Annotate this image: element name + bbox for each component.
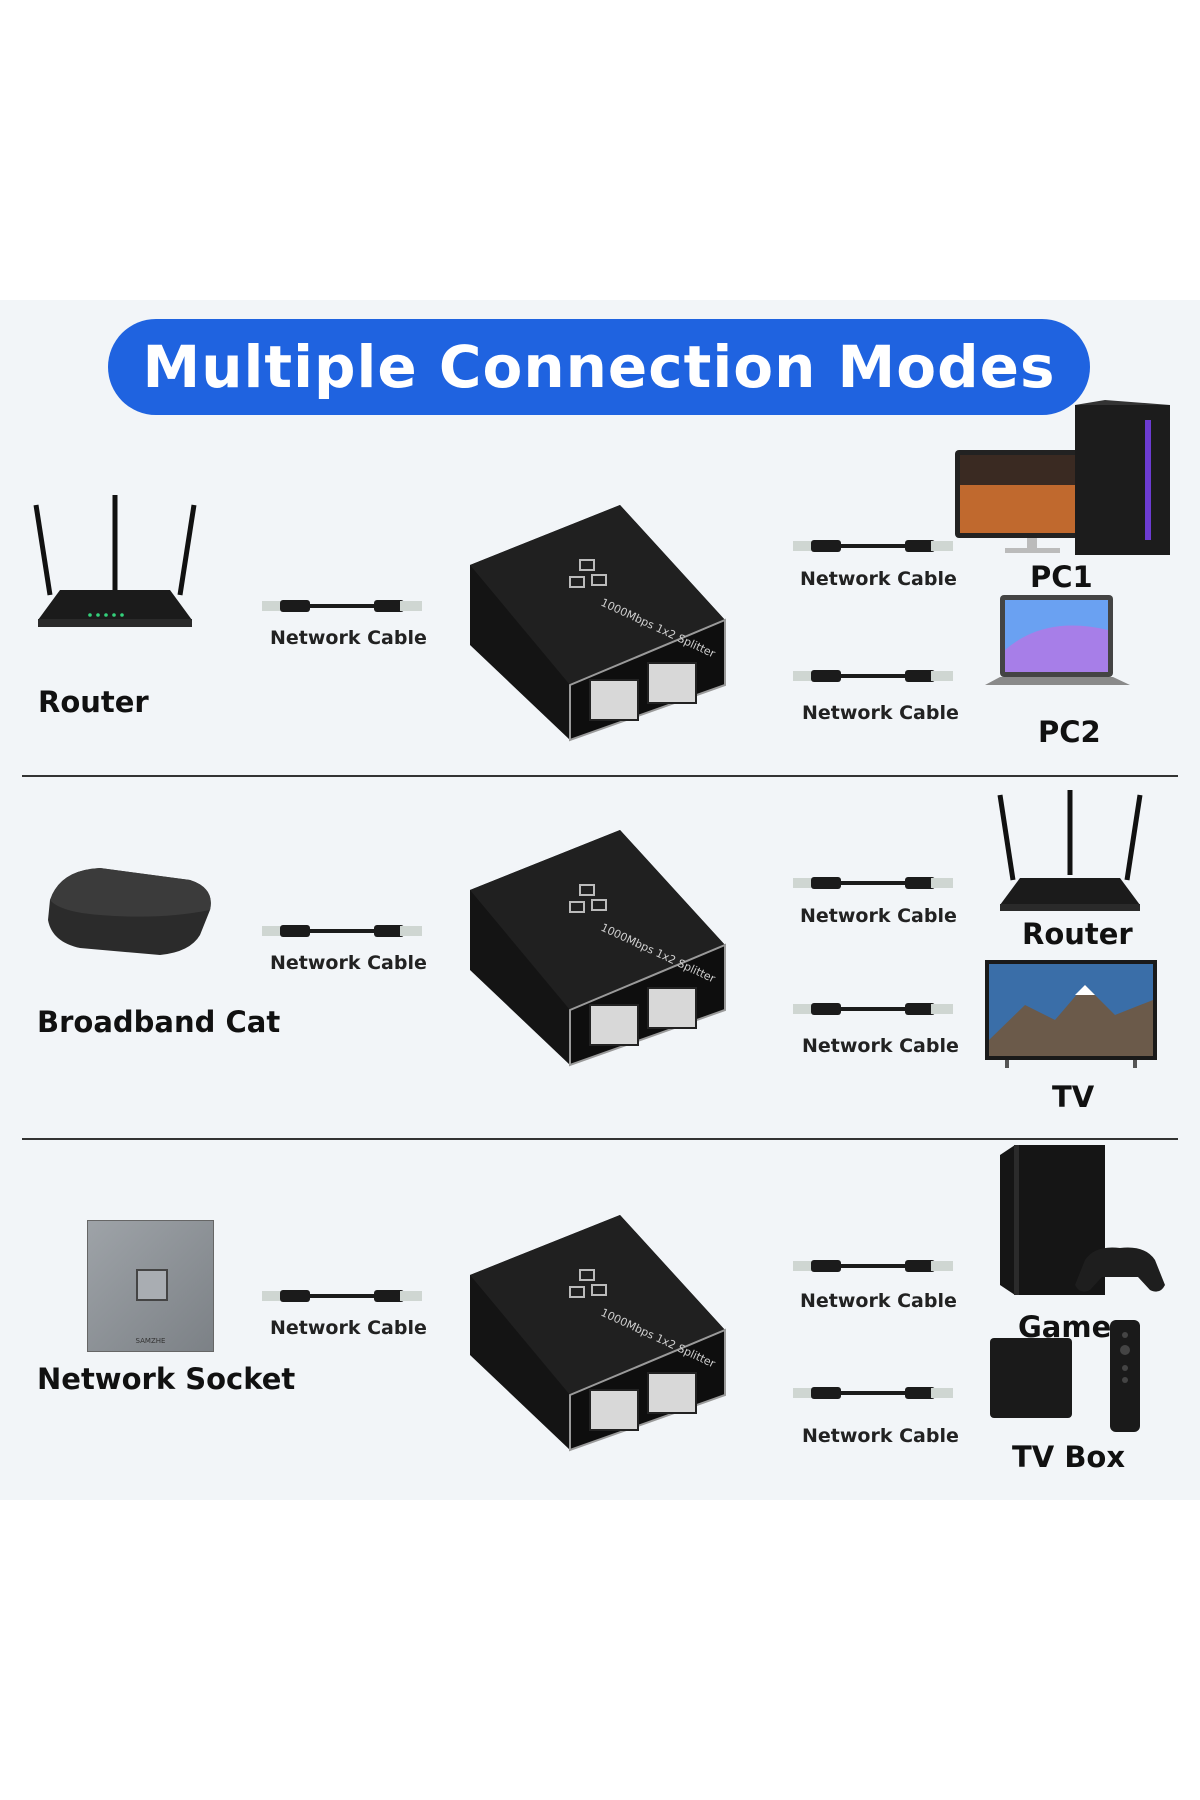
- network-cable-icon: [793, 670, 953, 682]
- game-console-icon: [1000, 1145, 1165, 1295]
- tv-icon: [985, 960, 1157, 1068]
- row-router-mode: Router Network Cable 1000Mbps 1x2 Splitt…: [0, 400, 1200, 825]
- network-cable-icon: [793, 1387, 953, 1399]
- connection-modes-panel: Multiple Connection Modes Router Network…: [0, 300, 1200, 1500]
- source-label: Broadband Cat: [37, 1005, 281, 1039]
- network-socket-icon: SAMZHE: [87, 1220, 214, 1352]
- cable-label: Network Cable: [270, 1317, 427, 1339]
- cable-label: Network Cable: [802, 1425, 959, 1447]
- network-cable-icon: [262, 1290, 422, 1302]
- desktop-pc-icon: [955, 400, 1170, 555]
- source-label: Network Socket: [37, 1362, 296, 1396]
- network-cable-icon: [262, 600, 422, 612]
- cable-label: Network Cable: [270, 627, 427, 649]
- network-cable-icon: [793, 1260, 953, 1272]
- output-2-label: TV Box: [1012, 1440, 1126, 1474]
- splitter-device: 1000Mbps 1x2 Splitter: [470, 830, 726, 1067]
- cable-label: Network Cable: [800, 1290, 957, 1312]
- laptop-icon: [985, 595, 1130, 685]
- tv-box-icon: [990, 1320, 1140, 1432]
- row-broadband-mode: Broadband Cat Network Cable 1000Mbps 1x2…: [0, 780, 1200, 1140]
- source-label: Router: [38, 685, 149, 719]
- network-cable-icon: [793, 540, 953, 552]
- network-cable-icon: [262, 925, 422, 937]
- section-divider: [22, 1138, 1178, 1140]
- cable-label: Network Cable: [802, 1035, 959, 1057]
- cable-label: Network Cable: [270, 952, 427, 974]
- page-title: Multiple Connection Modes: [142, 333, 1056, 401]
- splitter-device: 1000Mbps 1x2 Splitter: [470, 505, 726, 742]
- cable-label: Network Cable: [800, 568, 957, 590]
- cable-label: Network Cable: [800, 905, 957, 927]
- cable-label: Network Cable: [802, 702, 959, 724]
- broadband-cat-icon: [48, 868, 211, 955]
- network-cable-icon: [793, 1003, 953, 1015]
- network-cable-icon: [793, 877, 953, 889]
- section-divider: [22, 775, 1178, 777]
- title-banner: Multiple Connection Modes: [108, 319, 1090, 415]
- router-icon: [997, 790, 1143, 911]
- row-socket-mode: SAMZHE Network Socket Network Cable 1000…: [0, 1140, 1200, 1500]
- socket-brand: SAMZHE: [135, 1337, 166, 1345]
- router-icon: [33, 495, 197, 627]
- output-2-label: TV: [1052, 1080, 1095, 1114]
- output-1-label: Router: [1022, 917, 1133, 951]
- output-1-label: PC1: [1030, 560, 1093, 594]
- output-2-label: PC2: [1038, 715, 1101, 749]
- splitter-device: 1000Mbps 1x2 Splitter: [470, 1215, 726, 1452]
